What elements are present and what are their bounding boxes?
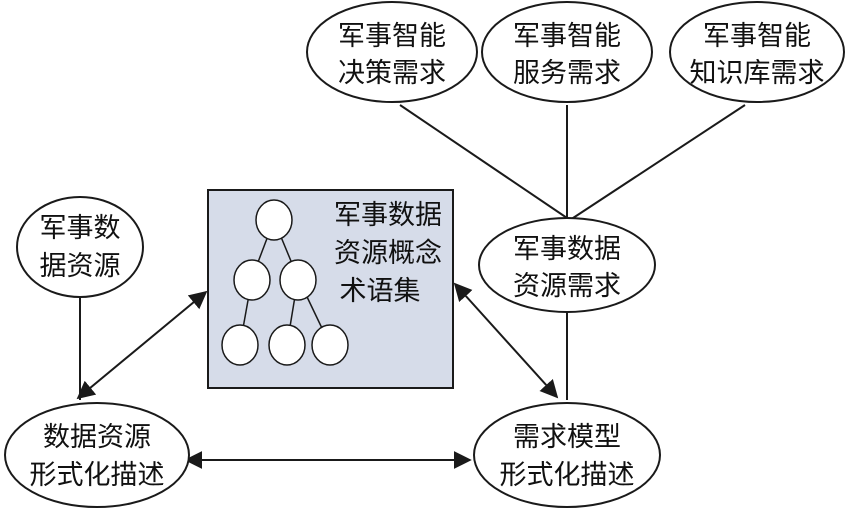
- concept-box-line3: 术语集: [340, 276, 421, 307]
- node-data-resource-line2: 据资源: [40, 251, 121, 282]
- node-data-resource: 军事数 据资源: [16, 196, 144, 298]
- node-data-requirement-line2: 资源需求: [513, 271, 621, 302]
- node-formal-desc-line1: 数据资源: [43, 422, 151, 453]
- edge-decision-to-requirement: [399, 104, 571, 221]
- node-decision-line2: 决策需求: [338, 58, 446, 89]
- concept-term-set-box: 军事数据 资源概念 术语集: [207, 189, 454, 389]
- node-model-desc-line1: 需求模型: [513, 422, 621, 453]
- node-knowledge-line1: 军事智能: [703, 21, 811, 52]
- node-decision-requirement: 军事智能 决策需求: [306, 1, 478, 103]
- node-decision-line1: 军事智能: [338, 21, 446, 52]
- edge-knowledge-to-requirement: [569, 104, 746, 221]
- node-data-resource-line1: 军事数: [40, 213, 121, 244]
- tree-icon: [221, 199, 349, 366]
- node-data-resource-requirement: 军事数据 资源需求: [478, 217, 656, 313]
- node-data-requirement-line1: 军事数据: [513, 234, 621, 265]
- concept-box-line1: 军事数据: [334, 200, 442, 231]
- node-service-requirement: 军事智能 服务需求: [481, 1, 653, 103]
- node-knowledge-requirement: 军事智能 知识库需求: [669, 1, 845, 103]
- concept-box-line2: 资源概念: [334, 238, 442, 269]
- arrow-formal-to-concept: [76, 290, 208, 400]
- node-requirement-model-formal-description: 需求模型 形式化描述: [473, 402, 661, 508]
- node-service-line1: 军事智能: [513, 21, 621, 52]
- arrow-concept-to-model: [453, 282, 559, 399]
- node-service-line2: 服务需求: [513, 58, 621, 89]
- node-model-desc-line2: 形式化描述: [500, 460, 635, 491]
- node-knowledge-line2: 知识库需求: [690, 58, 825, 89]
- node-data-resource-formal-description: 数据资源 形式化描述: [4, 402, 190, 508]
- node-formal-desc-line2: 形式化描述: [30, 460, 165, 491]
